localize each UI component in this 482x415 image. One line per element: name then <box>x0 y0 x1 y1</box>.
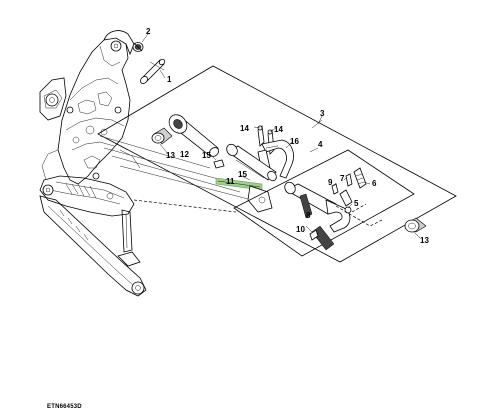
callout-12: 12 <box>180 150 189 159</box>
latch-part-10 <box>309 225 335 251</box>
callout-10: 10 <box>296 225 305 234</box>
callout-14-b: 14 <box>274 125 283 134</box>
kit-outline-3 <box>97 65 457 263</box>
callout-1: 1 <box>167 75 172 84</box>
hook-part-8 <box>284 181 351 233</box>
callout-2: 2 <box>146 27 151 36</box>
shaft-part-15 <box>226 143 277 182</box>
callout-labels: 1 2 3 4 5 6 7 8 9 10 11 12 13 13 14 14 1… <box>146 27 429 245</box>
callout-6: 6 <box>372 179 377 188</box>
screw-part-9 <box>331 183 339 195</box>
kit-outline-4 <box>233 149 415 257</box>
callout-11: 11 <box>226 177 235 186</box>
callout-7: 7 <box>340 174 345 183</box>
callout-leaders <box>141 33 421 239</box>
hardware-part-5 <box>339 189 353 214</box>
tractor-rear-frame <box>39 30 147 297</box>
ring-part-2 <box>132 42 144 52</box>
figure-code: ETN66453D <box>47 404 82 410</box>
callout-9: 9 <box>328 178 333 187</box>
bushing-part-13-right <box>404 217 427 233</box>
callout-13-right: 13 <box>420 236 429 245</box>
callout-13-left: 13 <box>166 151 175 160</box>
pin-part-1 <box>140 58 166 84</box>
callout-14-a: 14 <box>240 124 249 133</box>
hardware-detail-box <box>335 203 383 227</box>
link-eye-part-12 <box>168 114 220 157</box>
bolt-part-15-small <box>213 159 225 169</box>
callout-4: 4 <box>318 140 323 149</box>
callout-15-a: 15 <box>202 151 211 160</box>
callout-5: 5 <box>354 199 359 208</box>
callout-8: 8 <box>306 211 311 220</box>
leader-lines <box>99 61 323 213</box>
callout-16: 16 <box>290 137 299 146</box>
callout-3: 3 <box>320 109 325 118</box>
pin-part-7 <box>345 173 353 187</box>
spring-part-6 <box>353 167 367 189</box>
bushing-part-13-left <box>151 127 173 145</box>
callout-15-b: 15 <box>238 170 247 179</box>
link-part-11 <box>215 177 273 213</box>
